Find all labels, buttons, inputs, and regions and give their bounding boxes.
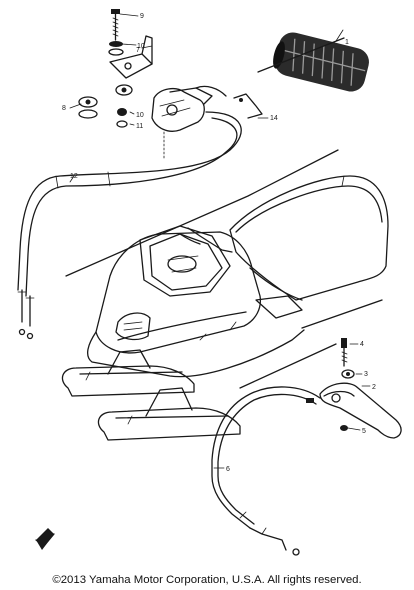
cable-clip <box>233 93 269 119</box>
grip-callout-bracket <box>257 37 345 73</box>
divider-lower <box>301 299 383 329</box>
callout-2: 2 <box>372 384 376 391</box>
callout-7: 7 <box>136 47 140 54</box>
callout-10: 10 <box>137 43 145 50</box>
divider-lower-2 <box>239 343 337 389</box>
callout-4: 4 <box>360 341 364 348</box>
callout-5: 5 <box>362 428 366 435</box>
twin-cables <box>17 111 242 340</box>
skis <box>61 349 241 441</box>
brake-lever-assembly <box>319 338 402 439</box>
callout-8: 8 <box>62 105 66 112</box>
callout-12: 12 <box>70 173 78 180</box>
lever-housing <box>151 85 227 132</box>
bolt-stack <box>78 9 153 128</box>
snowmobile-body <box>86 175 389 378</box>
handlebar-grip <box>273 32 369 92</box>
parts-diagram: 9 10 7 8 10 11 12 14 4 3 2 5 6 1 <box>17 9 402 556</box>
callout-labels: 9 10 7 8 10 11 12 14 4 3 2 5 6 1 <box>62 13 376 473</box>
divider-upper <box>65 149 339 277</box>
callout-3: 3 <box>364 371 368 378</box>
callout-1: 1 <box>345 39 349 46</box>
callout-11: 11 <box>136 123 143 130</box>
brake-cable <box>211 386 321 556</box>
callout-10b: 10 <box>136 112 144 119</box>
callout-14: 14 <box>270 115 278 122</box>
small-bracket-part <box>35 528 55 550</box>
copyright-notice: ©2013 Yamaha Motor Corporation, U.S.A. A… <box>52 574 362 586</box>
callout-9: 9 <box>140 13 144 20</box>
callout-6: 6 <box>226 466 230 473</box>
